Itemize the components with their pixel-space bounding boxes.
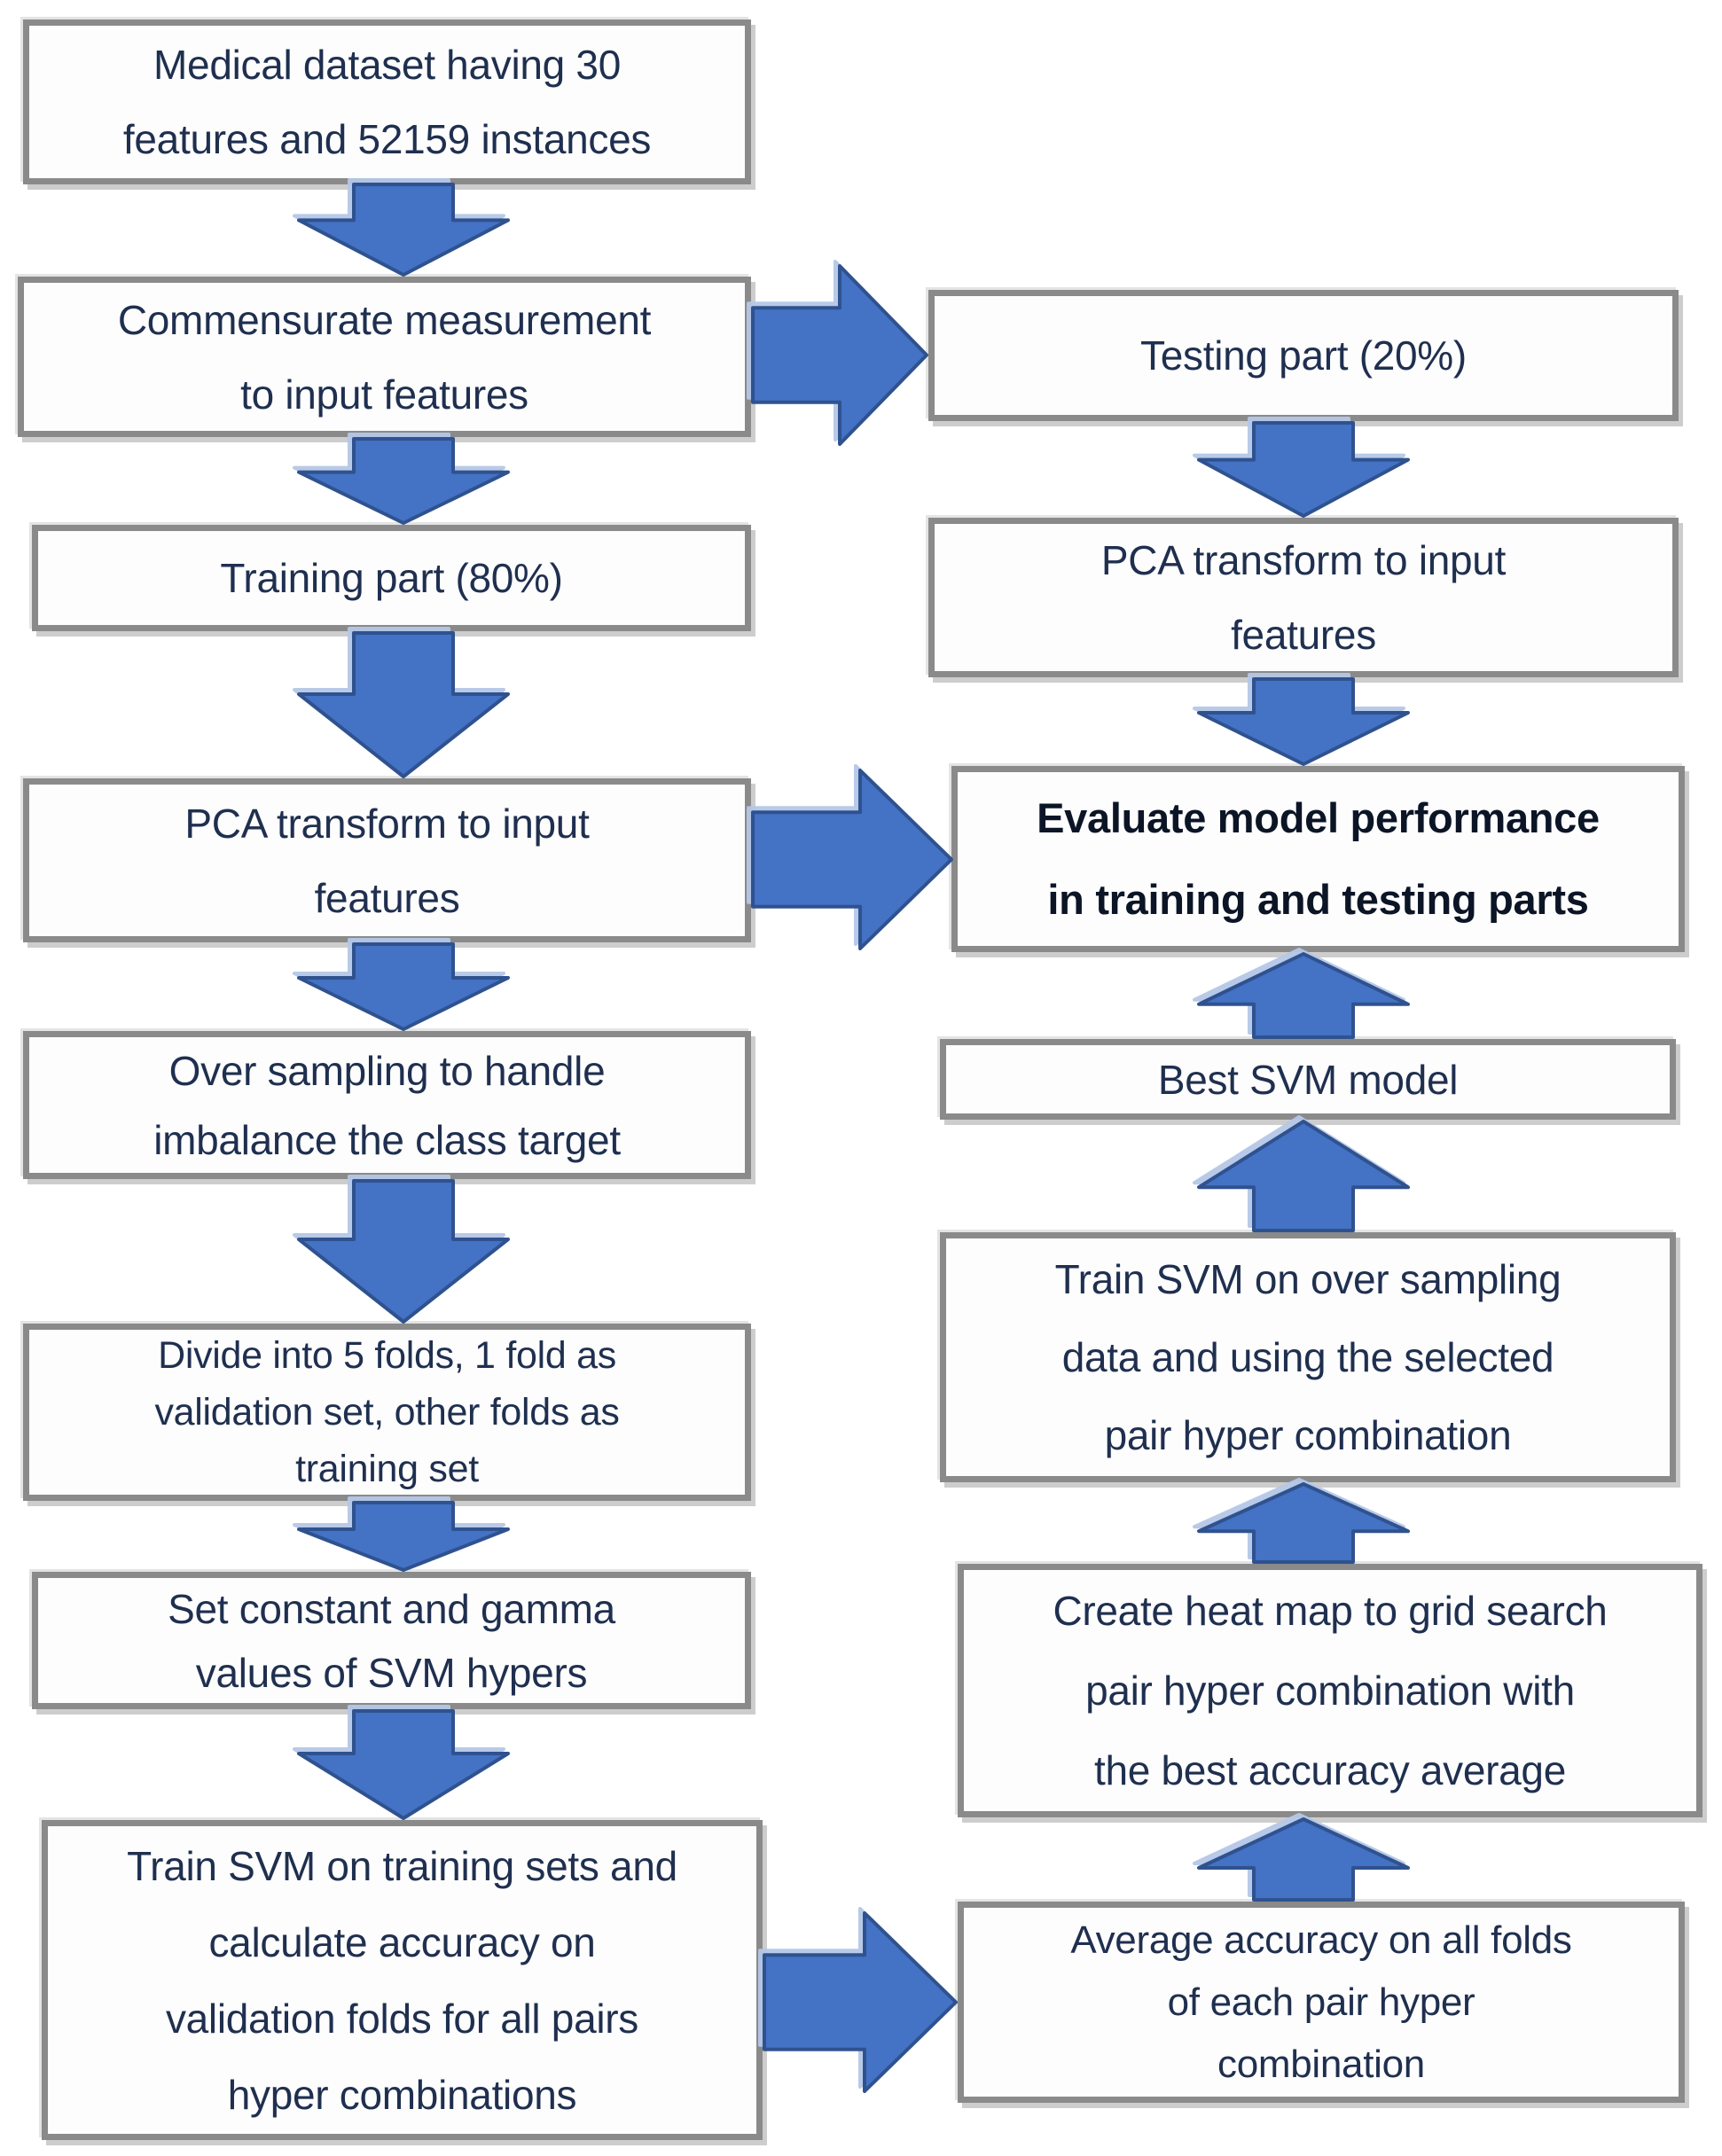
flow-box-divide-folds: Divide into 5 folds, 1 fold as validatio…	[23, 1324, 751, 1501]
arrow-up-icon	[1197, 1120, 1410, 1232]
flow-box-training-part: Training part (80%)	[32, 525, 751, 631]
arrow-down-icon	[1197, 421, 1410, 518]
flow-box-medical-dataset: Medical dataset having 30 features and 5…	[23, 20, 751, 184]
arrow-down-icon	[297, 1709, 510, 1820]
flow-box-pca-testing: PCA transform to input features	[928, 518, 1679, 677]
flow-box-set-hypers: Set constant and gamma values of SVM hyp…	[32, 1572, 751, 1709]
arrow-down-icon	[1197, 677, 1410, 766]
arrow-up-icon	[1197, 1482, 1410, 1564]
arrow-down-icon	[297, 183, 510, 277]
flow-box-average-accuracy: Average accuracy on all folds of each pa…	[958, 1902, 1685, 2103]
flow-box-testing-part: Testing part (20%)	[928, 290, 1679, 421]
arrow-down-icon	[297, 1501, 510, 1572]
arrow-down-icon	[297, 631, 510, 778]
arrow-up-icon	[1197, 952, 1410, 1039]
flow-box-heat-map: Create heat map to grid search pair hype…	[958, 1564, 1702, 1817]
flow-box-evaluate-performance: Evaluate model performance in training a…	[951, 766, 1685, 952]
flow-box-best-svm-model: Best SVM model	[940, 1039, 1676, 1120]
arrow-right-icon	[763, 1911, 958, 2093]
flow-box-train-svm-folds: Train SVM on training sets and calculate…	[42, 1820, 763, 2140]
flow-box-commensurate-measurement: Commensurate measurement to input featur…	[18, 277, 751, 437]
arrow-right-icon	[751, 264, 928, 446]
arrow-right-icon	[751, 769, 953, 950]
flow-box-over-sampling: Over sampling to handle imbalance the cl…	[23, 1031, 751, 1179]
arrow-down-icon	[297, 437, 510, 525]
arrow-down-icon	[297, 1179, 510, 1324]
arrow-up-icon	[1197, 1817, 1410, 1902]
flow-box-pca-training: PCA transform to input features	[23, 778, 751, 942]
flow-box-train-svm-oversampling: Train SVM on over sampling data and usin…	[940, 1232, 1676, 1482]
arrow-down-icon	[297, 942, 510, 1031]
